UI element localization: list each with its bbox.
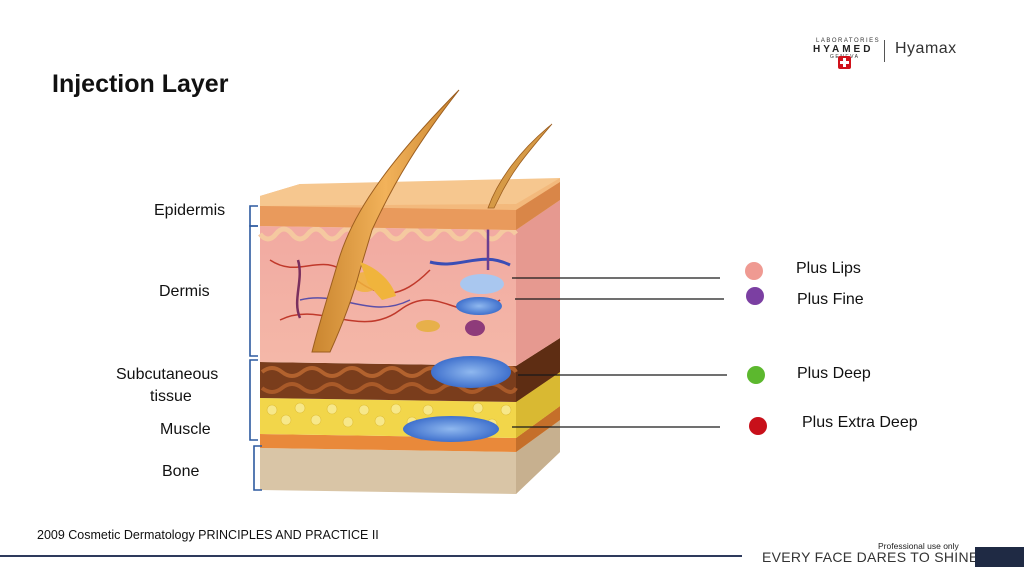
- bracket-bone: [253, 445, 262, 491]
- label-epidermis: Epidermis: [154, 202, 226, 219]
- label-tissue: tissue: [150, 388, 192, 405]
- label-bone: Bone: [162, 463, 200, 480]
- swiss-cross-icon: [838, 56, 851, 69]
- layer-brackets: [249, 205, 262, 491]
- logo-laboratories-text: LABORATORIES: [816, 38, 881, 44]
- page-title: Injection Layer: [52, 70, 229, 98]
- label-muscle: Muscle: [160, 421, 211, 438]
- hair-follicle: [311, 89, 553, 353]
- filler-deposits: [403, 274, 511, 442]
- logo-hyamed-text: HYAMED: [813, 44, 874, 55]
- bracket-epidermis: [249, 205, 258, 227]
- legend-dot-plus-extra-deep: [749, 417, 767, 435]
- label-subcutaneous: Subcutaneous: [116, 366, 219, 383]
- label-dermis: Dermis: [159, 283, 210, 300]
- logo-separator: [884, 40, 885, 62]
- epidermis-layer: [260, 178, 560, 230]
- logo-hyamax-text: Hyamax: [895, 40, 957, 57]
- bracket-subcutaneous: [249, 359, 258, 441]
- legend-label-plus-lips: Plus Lips: [796, 260, 861, 277]
- professional-use-note: Professional use only: [878, 541, 959, 551]
- leader-lines: [512, 277, 727, 428]
- legend-dot-plus-deep: [747, 366, 765, 384]
- source-citation: 2009 Cosmetic Dermatology PRINCIPLES AND…: [37, 528, 379, 542]
- bracket-dermis: [249, 225, 258, 357]
- bone-layer: [260, 420, 560, 494]
- legend-label-plus-fine: Plus Fine: [797, 291, 864, 308]
- legend-label-plus-extra-deep: Plus Extra Deep: [802, 414, 918, 431]
- muscle-layer: [260, 406, 560, 452]
- footer-accent-block: [975, 547, 1024, 567]
- footer-divider: [0, 555, 742, 557]
- legend-dot-plus-lips: [745, 262, 763, 280]
- legend-label-plus-deep: Plus Deep: [797, 365, 871, 382]
- footer-tagline: EVERY FACE DARES TO SHINE: [762, 549, 979, 565]
- legend-dot-plus-fine: [746, 287, 764, 305]
